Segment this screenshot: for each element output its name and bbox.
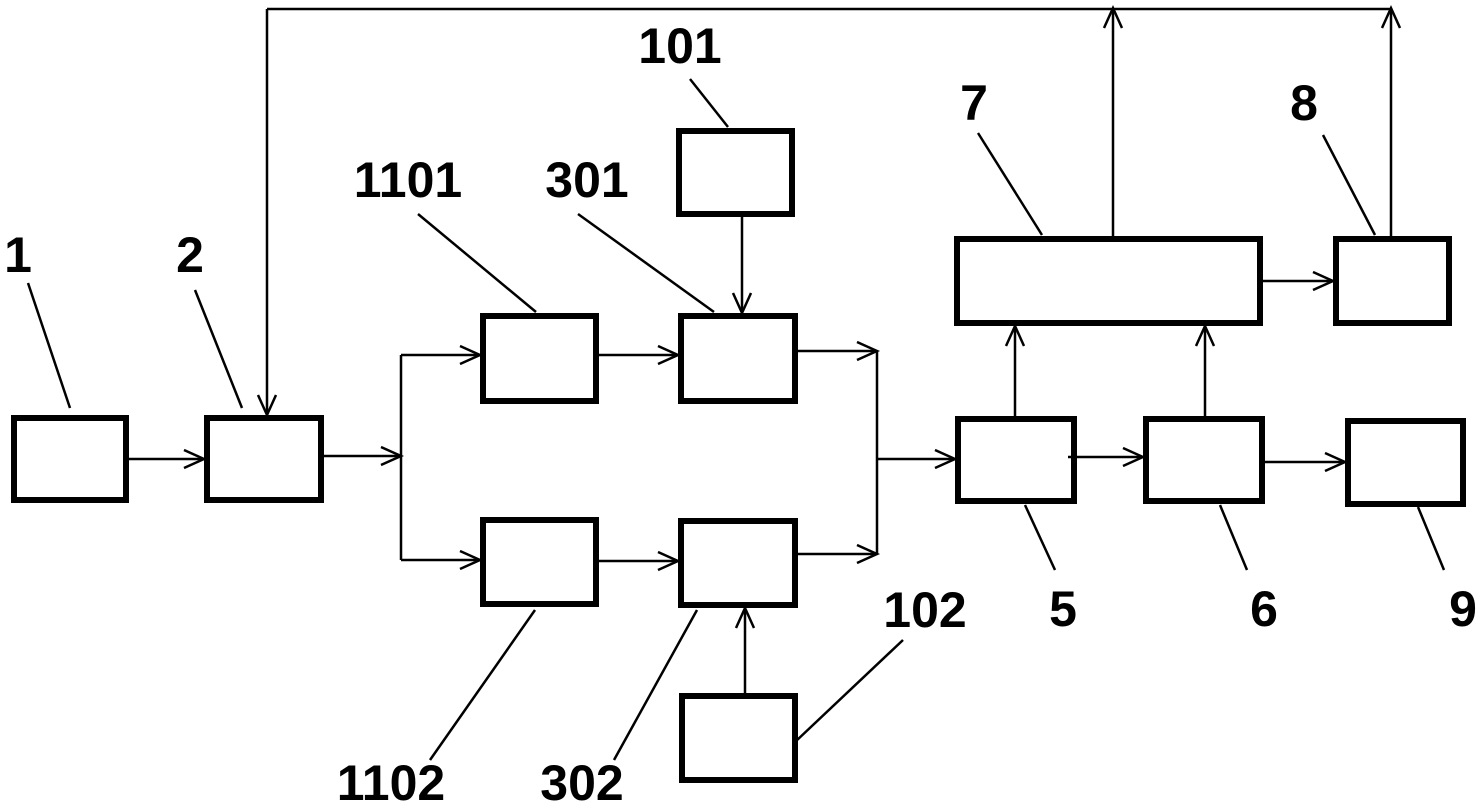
label-301: 301 xyxy=(545,152,628,208)
leader-1 xyxy=(26,282,72,409)
label-1102: 1102 xyxy=(337,755,445,807)
block-1101 xyxy=(480,313,599,404)
block-101 xyxy=(676,128,795,217)
block-102 xyxy=(679,693,798,783)
arrowhead-6-7 xyxy=(1194,322,1216,347)
label-102: 102 xyxy=(883,582,966,638)
arrowhead-1-2 xyxy=(183,448,208,470)
block-7 xyxy=(954,236,1263,326)
leader-1102 xyxy=(428,609,537,761)
label-1: 1 xyxy=(4,227,32,283)
leader-302 xyxy=(612,609,699,761)
leader-5 xyxy=(1023,504,1057,571)
label-8: 8 xyxy=(1290,75,1318,131)
label-6: 6 xyxy=(1250,581,1278,637)
leader-2 xyxy=(193,289,244,409)
leader-8 xyxy=(1321,134,1377,236)
arrowhead-6-9 xyxy=(1324,451,1349,473)
arrowhead-102-302 xyxy=(734,604,756,629)
arrowhead-7-8 xyxy=(1312,270,1337,292)
arrowhead-1102-302 xyxy=(657,550,682,572)
leader-102 xyxy=(794,639,904,743)
label-101: 101 xyxy=(638,18,721,74)
arrowhead-5-7 xyxy=(1004,322,1026,347)
label-1101: 1101 xyxy=(354,152,462,208)
leader-6 xyxy=(1218,504,1249,571)
block-2 xyxy=(204,415,324,503)
leader-1101 xyxy=(417,213,537,313)
leader-301 xyxy=(577,212,715,314)
block-8 xyxy=(1333,236,1452,326)
arrowhead-merge-5 xyxy=(934,448,959,470)
label-5: 5 xyxy=(1049,581,1077,637)
leader-9 xyxy=(1416,506,1446,571)
arrowhead-split-1101 xyxy=(459,344,484,366)
block-301 xyxy=(678,313,798,404)
label-302: 302 xyxy=(540,755,623,807)
arrowhead-feedback-2 xyxy=(256,394,278,419)
block-6 xyxy=(1143,416,1265,504)
arrowhead-split-1102 xyxy=(459,549,484,571)
leader-7 xyxy=(976,132,1044,236)
block-9 xyxy=(1345,418,1466,507)
label-9: 9 xyxy=(1449,581,1477,637)
block-1102 xyxy=(480,517,599,607)
arrowhead-5-6 xyxy=(1122,446,1147,468)
block-1 xyxy=(11,415,129,503)
block-5 xyxy=(955,416,1077,504)
arrowhead-101-301 xyxy=(731,292,753,317)
leader-101 xyxy=(689,78,729,128)
arrowhead-1101-301 xyxy=(657,344,682,366)
block-302 xyxy=(678,518,798,608)
label-2: 2 xyxy=(176,227,204,283)
label-7: 7 xyxy=(960,75,988,131)
